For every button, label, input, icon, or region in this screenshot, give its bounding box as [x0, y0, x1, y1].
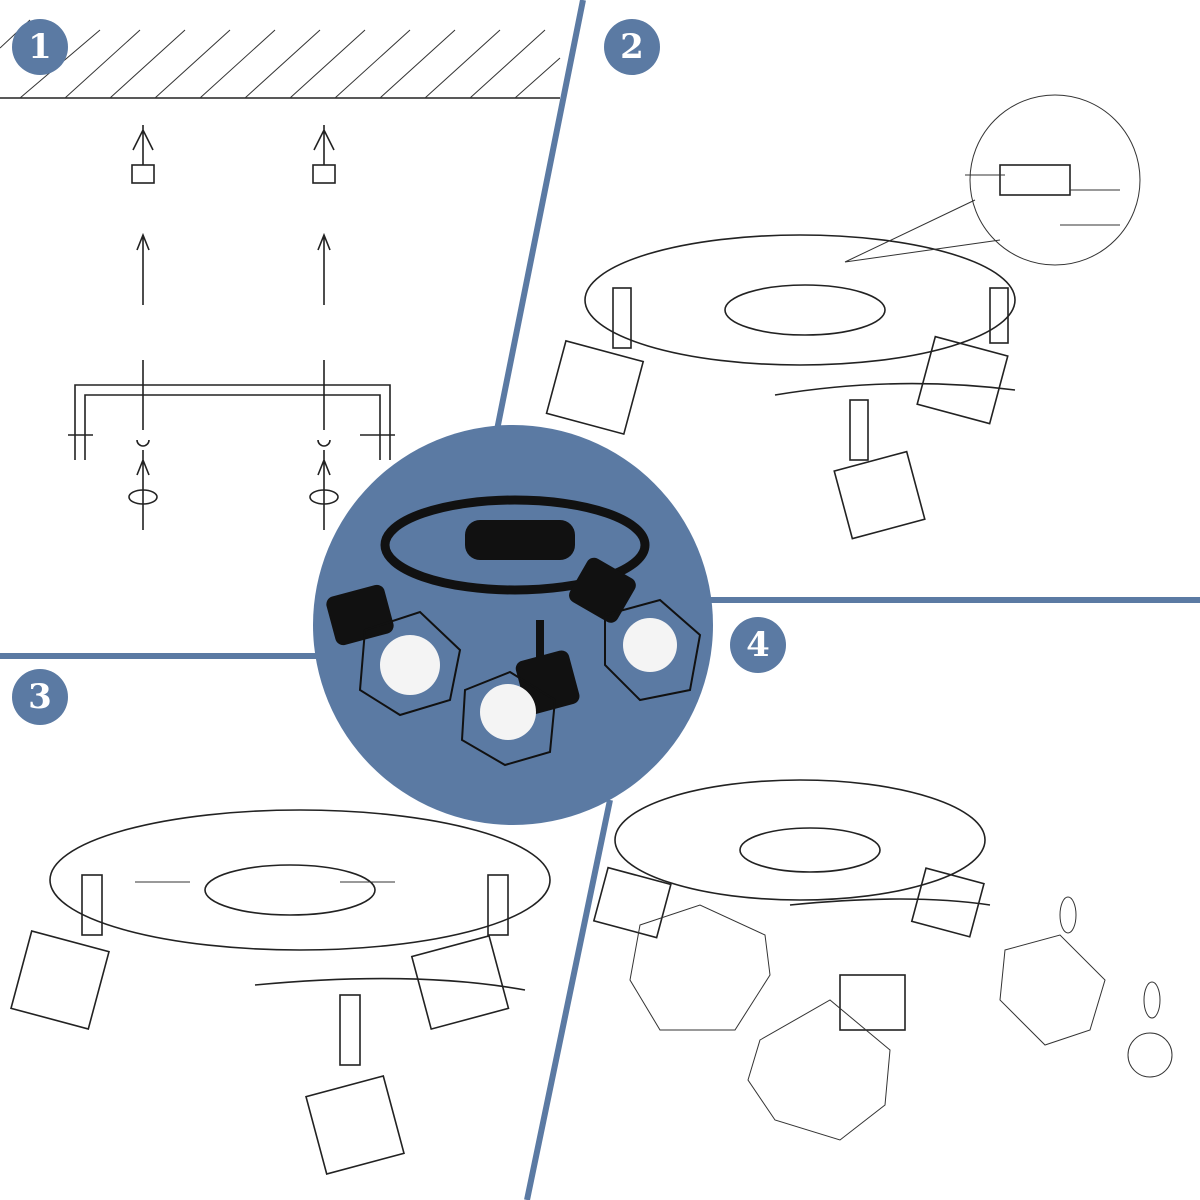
step-badge-4: 4: [730, 617, 786, 673]
step1-wall-plugs: [131, 125, 336, 305]
step3-fixture-drawing: [10, 809, 551, 1175]
step-badge-3: 3: [12, 669, 68, 725]
product-photo: [313, 425, 713, 825]
step1-mounting-bracket: [68, 360, 395, 530]
step-badge-2: 2: [604, 19, 660, 75]
step2-fixture-drawing: [545, 94, 1141, 540]
step-badge-1: 1: [12, 19, 68, 75]
step4-fixture-drawing: [592, 779, 1173, 1141]
step1-ceiling-drawing: [0, 19, 561, 99]
